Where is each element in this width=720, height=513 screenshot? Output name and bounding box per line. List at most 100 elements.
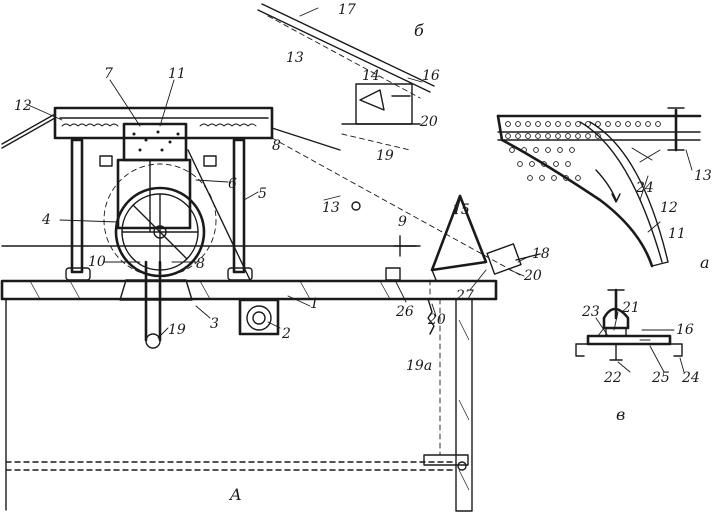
label-a-12: 12 (660, 200, 678, 216)
support-block (119, 279, 193, 301)
perforation-hole (585, 133, 591, 139)
detail-b (257, 3, 435, 151)
label-11: 11 (168, 66, 186, 82)
label-a-13: 13 (694, 168, 712, 184)
perforation-hole (545, 147, 551, 153)
perforation-hole (569, 147, 575, 153)
perforation-hole (517, 161, 523, 167)
perforation-hole (545, 121, 551, 127)
perforation-hole (553, 161, 559, 167)
label-v-25: 25 (651, 370, 670, 386)
perforation-hole (509, 147, 515, 153)
perforation-hole (605, 121, 611, 127)
label-15: 15 (452, 202, 470, 218)
stretcher-bracket (423, 454, 469, 466)
label-v-16: 16 (676, 322, 694, 338)
label-20-right: 20 (523, 268, 542, 284)
detail-b-rail-lower (261, 3, 435, 87)
label-a-11: 11 (668, 226, 686, 242)
slope-rail (271, 137, 521, 276)
label-1: 1 (310, 296, 319, 312)
block-26 (385, 267, 401, 281)
pulley-outer (246, 305, 272, 331)
right-leg (455, 298, 473, 512)
label-13-main: 13 (322, 200, 340, 216)
table-top-hatch (29, 280, 391, 300)
left-roof (1, 117, 56, 149)
caption-v: в (616, 405, 625, 424)
stretcher-pin (457, 461, 467, 471)
label-26: 26 (395, 304, 414, 320)
chamber-fill (132, 130, 180, 152)
label-10: 10 (88, 254, 106, 270)
detail-v-left-clamp (575, 343, 589, 357)
perforation-hole (585, 121, 591, 127)
handle-knob (145, 333, 161, 349)
support-15 (430, 194, 488, 272)
perforation-hole (555, 133, 561, 139)
perforation-hole (555, 121, 561, 127)
detail-a-outer-curve (496, 114, 654, 268)
label-a-24: 24 (635, 180, 654, 196)
label-v-21: 21 (621, 300, 640, 316)
perforation-hole (527, 175, 533, 181)
label-v-23: 23 (581, 304, 600, 320)
pulley-housing (238, 298, 280, 336)
left-foot (65, 267, 91, 281)
perforation-hole (533, 147, 539, 153)
perforation-hole (595, 133, 601, 139)
perforation-hole (505, 121, 511, 127)
right-post (232, 138, 246, 274)
perforation-hole (575, 175, 581, 181)
label-v-24: 24 (681, 370, 700, 386)
label-8-slope: 8 (272, 138, 281, 154)
perforation-hole (521, 147, 527, 153)
left-post (70, 138, 84, 274)
inner-chamber (122, 122, 188, 162)
label-9: 9 (398, 214, 407, 230)
perforation-hole (515, 121, 521, 127)
label-3: 3 (210, 316, 219, 332)
lever-arm (187, 149, 251, 281)
label-b-17: 17 (338, 2, 356, 18)
detail-a-arrow (595, 169, 617, 201)
label-b-13: 13 (286, 50, 304, 66)
label-12: 12 (14, 98, 32, 114)
perforation-hole (525, 121, 531, 127)
caption-b: б (414, 21, 424, 40)
bracket-18 (486, 243, 522, 275)
perforation-hole (655, 121, 661, 127)
detail-a-perforations (505, 121, 661, 181)
perforation-hole (529, 161, 535, 167)
label-5: 5 (258, 186, 267, 202)
table-top (0, 279, 498, 301)
detail-a (496, 107, 702, 268)
detail-b-rail-upper (257, 9, 431, 93)
detail-v (575, 288, 683, 361)
perforation-hole (505, 133, 511, 139)
perforation-hole (625, 121, 631, 127)
right-foot (227, 267, 253, 281)
perforation-hole (535, 133, 541, 139)
perforation-hole (551, 175, 557, 181)
perforation-hole (565, 161, 571, 167)
label-b-16: 16 (422, 68, 440, 84)
perforation-hole (565, 133, 571, 139)
label-19: 19 (168, 322, 186, 338)
caption-A: A (228, 485, 242, 504)
vessel (116, 158, 192, 230)
perforation-hole (575, 133, 581, 139)
detail-v-right-clamp (669, 343, 683, 357)
detail-v-knob (602, 307, 630, 330)
perforation-hole (595, 121, 601, 127)
label-19a: 19a (406, 358, 432, 374)
label-8: 8 (196, 256, 205, 272)
perforation-hole (545, 133, 551, 139)
label-b-14: 14 (362, 68, 380, 84)
label-6: 6 (228, 176, 237, 192)
pulley-inner (252, 311, 266, 325)
label-27: 27 (455, 288, 474, 304)
label-7: 7 (104, 66, 113, 82)
detail-b-body (355, 83, 413, 125)
